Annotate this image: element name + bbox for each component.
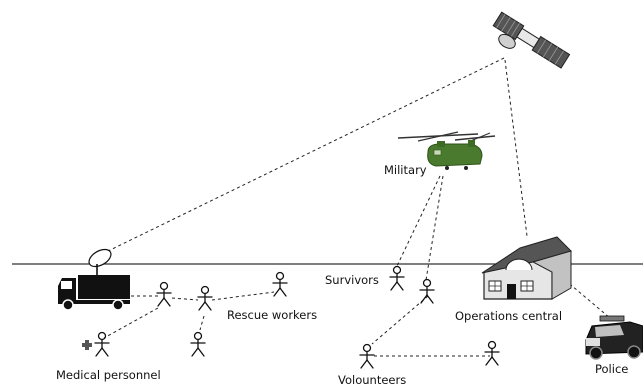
military-label: Military: [384, 163, 427, 177]
link-rescue-1-2: [171, 297, 199, 301]
stick-figure-rescue-2: [197, 285, 213, 311]
satellite-truck-icon: [58, 248, 130, 311]
link-survivor-volunteer: [371, 295, 429, 345]
volunteers-label: Volounteers: [338, 373, 406, 387]
satellite-icon: [492, 11, 571, 69]
survivors-label: Survivors: [325, 273, 379, 287]
operations-building-icon: [481, 236, 572, 300]
stick-figure-rescue-4: [190, 331, 206, 357]
link-rescue-medical: [103, 307, 159, 339]
link-satellite-operations: [504, 59, 528, 237]
stick-figure-medical: [94, 331, 110, 357]
link-helicopter-survivor: [396, 175, 441, 267]
link-rescue-2-4: [199, 315, 205, 331]
operations-central-label: Operations central: [455, 309, 562, 323]
link-rescue-2-3: [211, 291, 275, 301]
communication-links: [103, 57, 611, 357]
stick-figure-rescue-3: [272, 271, 288, 297]
stick-figure-survivor-2: [419, 278, 435, 304]
link-satellite-truck: [103, 57, 505, 254]
police-label: Police: [595, 362, 628, 376]
stick-figure-volunteer-2: [484, 340, 500, 366]
medical-cross-icon: [82, 340, 92, 350]
rescue-workers-label: Rescue workers: [227, 308, 317, 322]
link-operations-police: [564, 279, 611, 319]
medical-personnel-label: Medical personnel: [56, 368, 161, 382]
stick-figure-rescue-1: [156, 281, 172, 307]
police-car-icon: [585, 315, 643, 360]
military-helicopter-icon: [397, 131, 496, 170]
stick-figure-survivor-1: [389, 265, 405, 291]
stick-figure-volunteer-1: [359, 343, 375, 369]
